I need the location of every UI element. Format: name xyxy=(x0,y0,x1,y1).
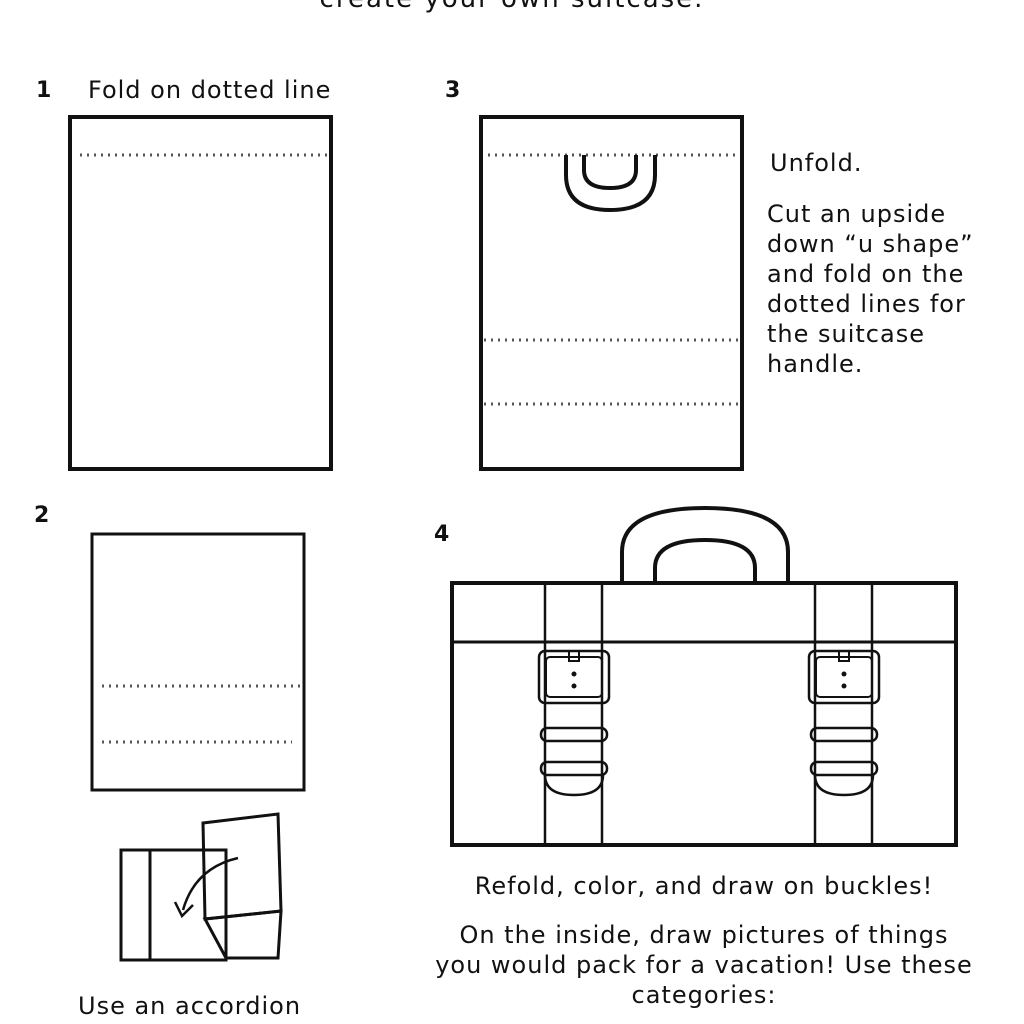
step4-number: 4 xyxy=(434,522,450,547)
step1-label: Fold on dotted line xyxy=(88,76,332,104)
step3-line: Cut an upside xyxy=(767,200,947,228)
step4-inside-line: On the inside, draw pictures of things xyxy=(459,921,949,949)
step4-inside-instructions: On the inside, draw pictures of things y… xyxy=(404,920,1004,1010)
step3-unfold-text: Unfold. xyxy=(770,148,862,178)
page-title: create your own suitcase. xyxy=(0,0,1024,14)
step2-paper-illustration xyxy=(90,532,306,792)
step3-line: and fold on the xyxy=(767,260,965,288)
step3-line: handle. xyxy=(767,350,864,378)
step3-line: Unfold. xyxy=(770,149,863,177)
step3-line: the suitcase xyxy=(767,320,925,348)
step4-instruction: Refold, color, and draw on buckles! xyxy=(474,872,934,900)
step3-number: 3 xyxy=(445,78,461,103)
step3-instructions: Cut an upside down “u shape” and fold on… xyxy=(767,199,974,379)
step4-inside-line: you would pack for a vacation! Use these xyxy=(435,951,973,979)
accordion-fold-illustration xyxy=(119,812,283,962)
step1-paper-illustration xyxy=(68,115,333,471)
suitcase-illustration xyxy=(450,505,958,847)
step4-inside-line: categories: xyxy=(631,981,777,1009)
step2-caption: Use an accordion xyxy=(78,992,302,1020)
step3-line: dotted lines for xyxy=(767,290,966,318)
step2-number: 2 xyxy=(34,503,50,528)
step1-number: 1 xyxy=(36,78,52,103)
step3-line: down “u shape” xyxy=(767,230,974,258)
step3-paper-illustration xyxy=(479,115,744,471)
